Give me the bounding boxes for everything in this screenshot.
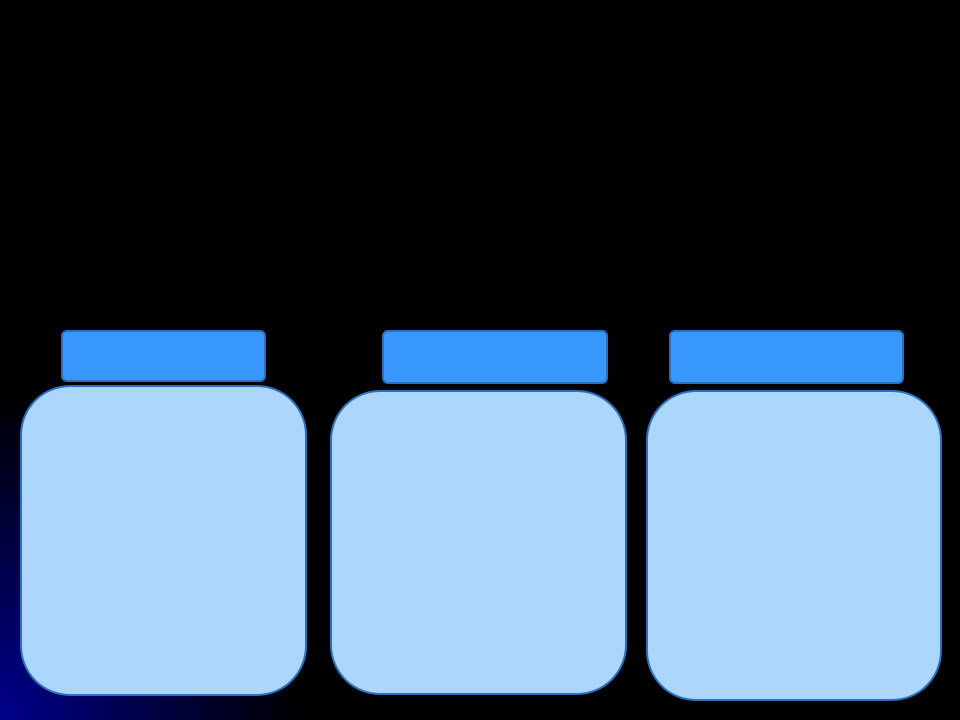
jar-1-body <box>20 385 307 696</box>
jar-2-lid <box>382 330 608 384</box>
jar-1-lid <box>61 330 266 382</box>
jar-3-body <box>646 390 942 701</box>
jar-3-lid <box>669 330 904 384</box>
jar-2-body <box>330 390 627 695</box>
